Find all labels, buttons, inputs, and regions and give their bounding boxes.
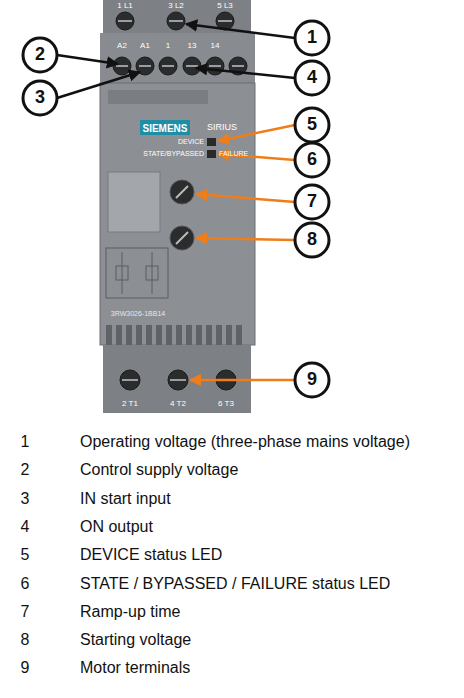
ramp-dial — [170, 180, 194, 204]
table-text: DEVICE status LED — [80, 546, 222, 564]
top-terminal-block — [103, 0, 251, 33]
label-window — [108, 172, 160, 232]
terminal-label: A1 — [140, 42, 150, 51]
vent-slots — [106, 325, 242, 345]
table-text: Control supply voltage — [80, 462, 238, 480]
brand-name: SIEMENS — [142, 123, 187, 134]
brand-strip — [140, 120, 190, 135]
table-number: 9 — [21, 660, 30, 678]
table-text: IN start input — [80, 490, 171, 508]
screw-slots — [118, 20, 232, 22]
table-text: STATE / BYPASSED / FAILURE status LED — [80, 575, 390, 593]
table-number: 1 — [21, 433, 30, 451]
led-label: STATE/BYPASSED — [143, 150, 204, 158]
table-text: ON output — [80, 518, 153, 536]
terminal-label: 5 L3 — [217, 2, 233, 11]
table-number: 3 — [21, 490, 30, 508]
terminal-label: 3 L2 — [168, 2, 184, 11]
table-text: Starting voltage — [80, 631, 191, 649]
callout-number: 4 — [307, 68, 317, 88]
table-number: 2 — [21, 462, 30, 480]
callout-number: 9 — [307, 370, 317, 390]
led-label: FAILURE — [219, 150, 248, 158]
table-number: 5 — [21, 546, 30, 564]
led-label: DEVICE — [178, 138, 204, 146]
terminal-label: 13 — [188, 42, 197, 51]
terminal-label: 4 T2 — [170, 400, 186, 409]
state-led — [207, 150, 216, 158]
callout-number: 1 — [307, 28, 317, 48]
table-text: Motor terminals — [80, 660, 190, 678]
callout-number: 8 — [307, 230, 317, 250]
leader-lines — [57, 24, 295, 380]
table-text: Ramp-up time — [80, 603, 180, 621]
table-number: 8 — [21, 631, 30, 649]
terminal-label: A2 — [117, 42, 127, 51]
product-line: SIRIUS — [207, 123, 237, 133]
device-body — [100, 83, 255, 345]
callout-number: 6 — [307, 150, 317, 170]
label-strip — [108, 90, 208, 104]
order-number: 3RW3026-1BB14 — [111, 310, 165, 318]
device-led — [207, 138, 216, 146]
table-number: 6 — [21, 575, 30, 593]
table-number: 4 — [21, 518, 30, 536]
callout-circles — [23, 21, 329, 397]
callout-number: 5 — [307, 115, 317, 135]
voltage-dial — [170, 226, 194, 250]
terminal-label: 2 T1 — [122, 400, 138, 409]
terminal-label: 1 — [166, 42, 170, 51]
callout-number: 7 — [307, 192, 317, 212]
terminal-label: 6 T3 — [218, 400, 234, 409]
terminal-label: 1 L1 — [117, 2, 133, 11]
table-text: Operating voltage (three-phase mains vol… — [80, 433, 410, 451]
callout-number: 2 — [35, 45, 45, 65]
thyristor-symbols — [106, 248, 168, 298]
screw-slots — [116, 65, 244, 67]
control-terminal-block — [100, 33, 255, 83]
callout-number: 3 — [35, 88, 45, 108]
table-number: 7 — [21, 603, 30, 621]
terminal-label: 14 — [211, 42, 220, 51]
